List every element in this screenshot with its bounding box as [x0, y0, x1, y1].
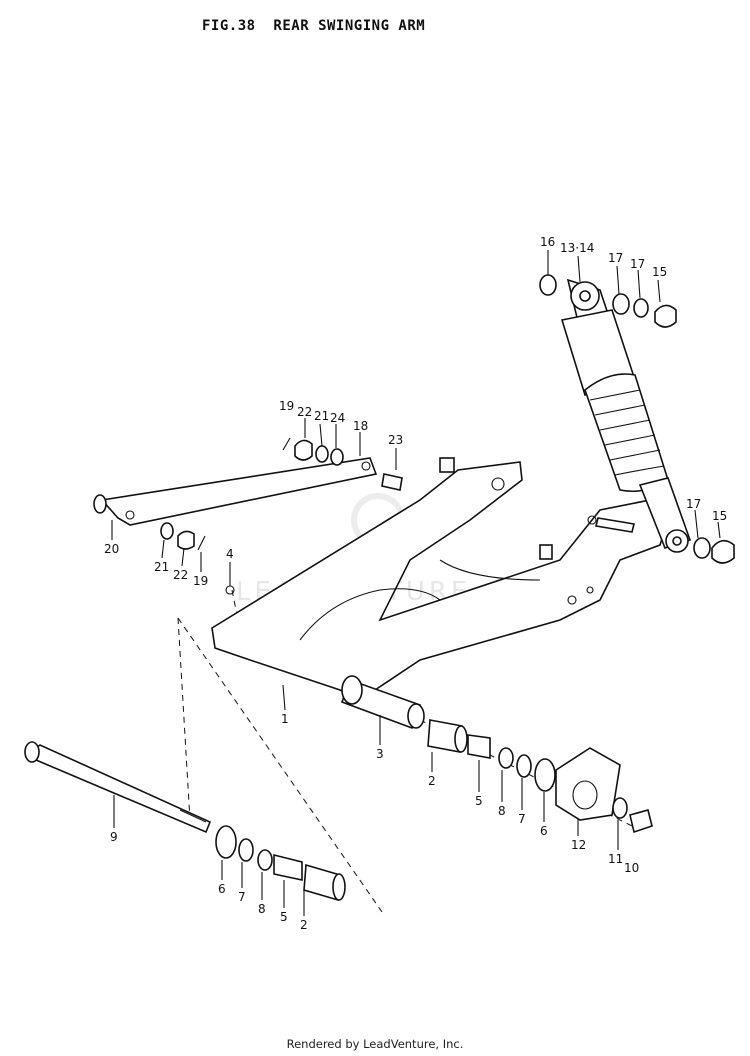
callout-label: 20 — [104, 542, 119, 556]
callout-label: 22 — [297, 405, 312, 419]
figure-title: FIG.38 REAR SWINGING ARM — [202, 18, 426, 34]
callout-label: 7 — [238, 890, 246, 904]
pivot-sleeve — [340, 675, 425, 730]
callout-label: 19 — [193, 574, 208, 588]
callout-label: 18 — [353, 419, 368, 433]
callout-label: 15 — [652, 265, 667, 279]
callout-label: 4 — [226, 547, 234, 561]
right-pivot-parts — [427, 719, 653, 834]
callout-label: 1 — [281, 712, 289, 726]
callout-label: 6 — [218, 882, 226, 896]
callout-label: 22 — [173, 568, 188, 582]
callout-label: 2 — [428, 774, 436, 788]
callout-label: 12 — [571, 838, 586, 852]
callout-label: 17 — [608, 251, 623, 265]
callout-label: 24 — [330, 411, 345, 425]
callout-label: 17 — [686, 497, 701, 511]
callout-label: 5 — [475, 794, 483, 808]
callout-label: 2 — [300, 918, 308, 932]
pivot-bolt-parts — [24, 741, 346, 902]
callout-label: 19 — [279, 399, 294, 413]
callout-label: 8 — [498, 804, 506, 818]
torque-link — [93, 457, 378, 526]
callout-label: 7 — [518, 812, 526, 826]
callout-label: 5 — [280, 910, 288, 924]
callout-label: 21 — [314, 409, 329, 423]
hardware — [160, 274, 735, 595]
callout-label: 8 — [258, 902, 266, 916]
callout-label: 16 — [540, 235, 555, 249]
callout-label: 21 — [154, 560, 169, 574]
callout-label: 15 — [712, 509, 727, 523]
callout-label: 11 — [608, 852, 623, 866]
leader-lines — [111, 250, 721, 916]
callout-label: 9 — [110, 830, 118, 844]
callout-label: 23 — [388, 433, 403, 447]
callout-label: 3 — [376, 747, 384, 761]
callout-label: 13·14 — [560, 241, 594, 255]
callout-label: 10 — [624, 861, 639, 875]
callout-label: 6 — [540, 824, 548, 838]
callout-labels: 16 13·14 17 17 15 19 22 21 24 18 23 17 1… — [104, 235, 727, 932]
render-credit: Rendered by LeadVenture, Inc. — [286, 1037, 464, 1051]
shock-absorber — [560, 278, 692, 553]
callout-label: 17 — [630, 257, 645, 271]
